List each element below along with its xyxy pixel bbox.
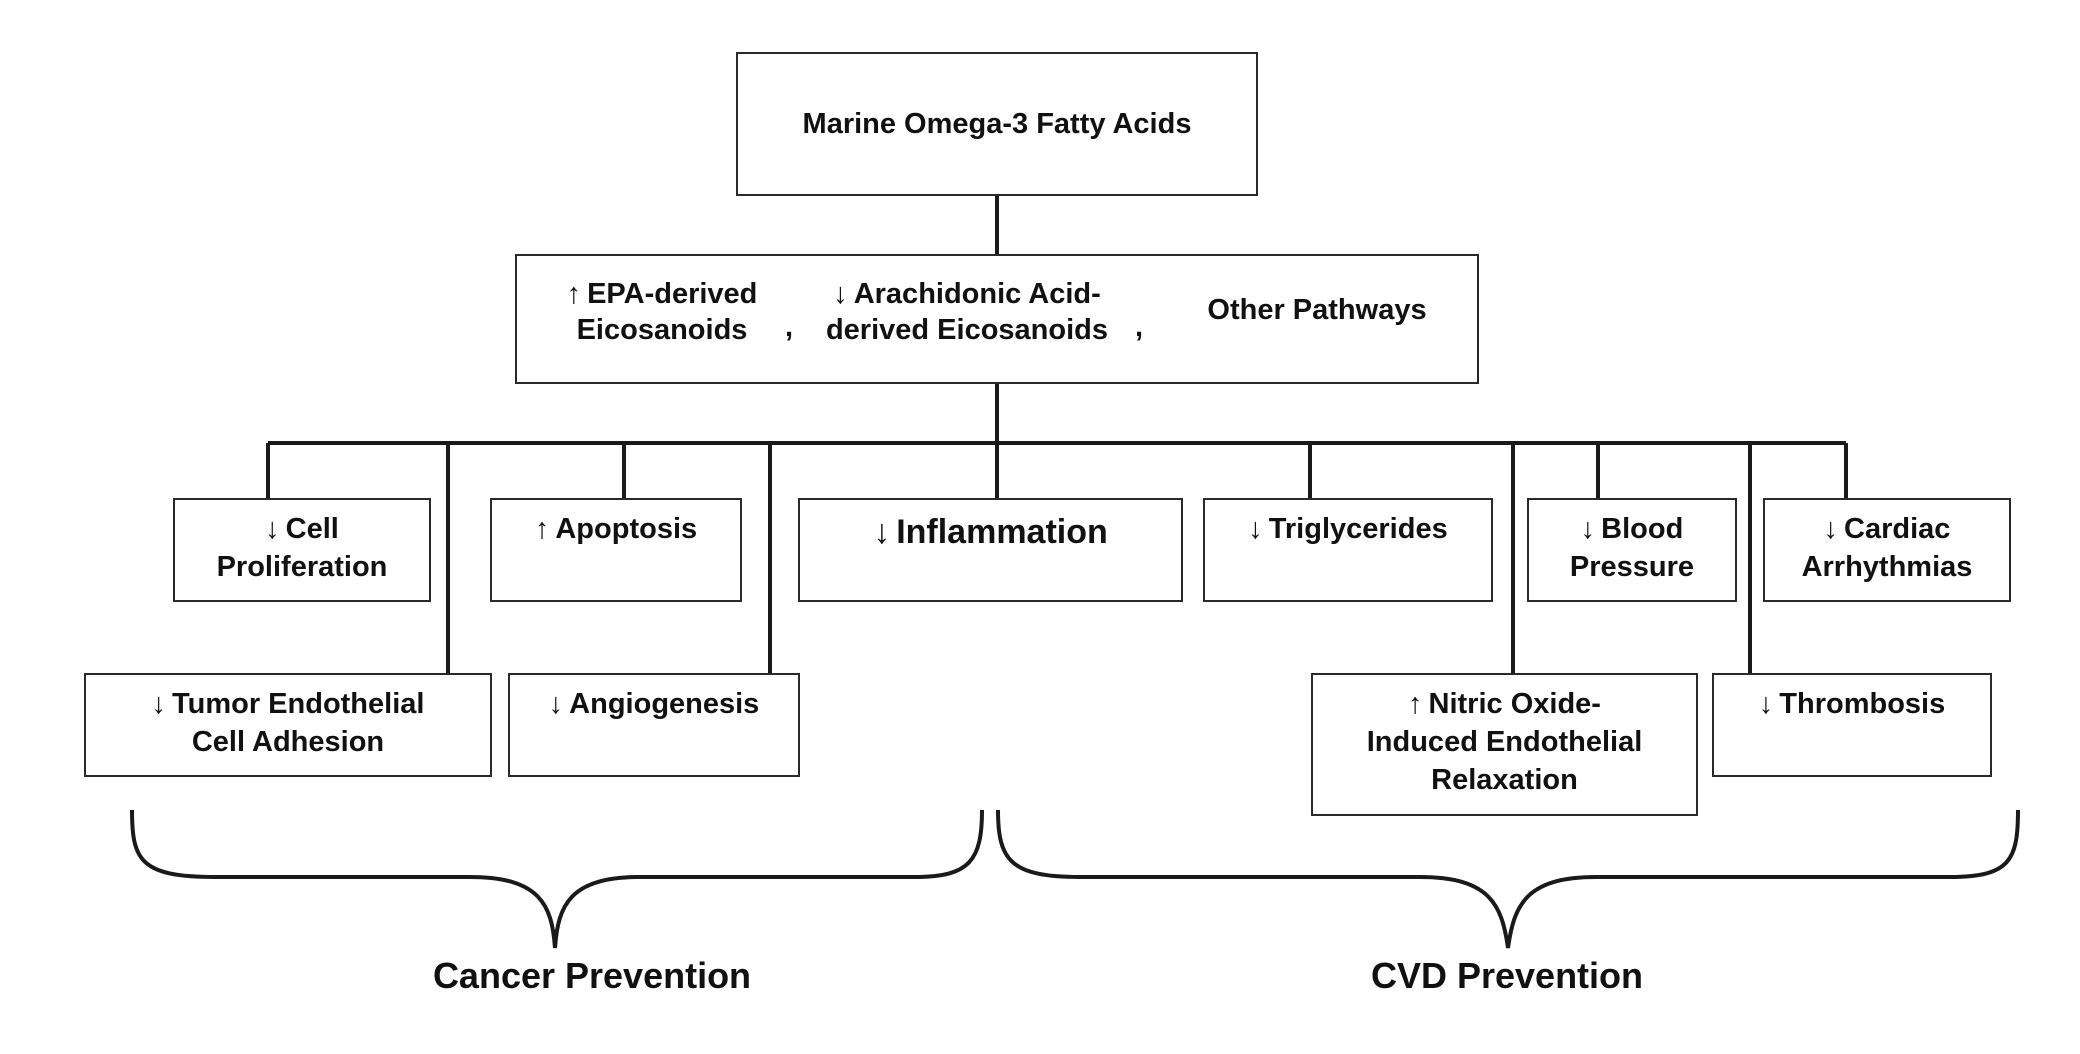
nitric-oxide-line3: Relaxation bbox=[1431, 764, 1578, 796]
down-arrow-icon: ↓ bbox=[151, 688, 167, 720]
tumor-adhesion-box: ↓Tumor Endothelial Cell Adhesion bbox=[84, 673, 492, 777]
pathways-box: ↑EPA-derived Eicosanoids , ↓Arachidonic … bbox=[515, 254, 1479, 384]
down-arrow-icon: ↓ bbox=[265, 513, 280, 545]
other-pathways: Other Pathways bbox=[1177, 292, 1457, 328]
nitric-oxide-box: ↑Nitric Oxide- Induced Endothelial Relax… bbox=[1311, 673, 1698, 816]
separator-2: , bbox=[1135, 311, 1144, 343]
root-box: Marine Omega-3 Fatty Acids bbox=[736, 52, 1258, 196]
cvd-prevention-label: CVD Prevention bbox=[1370, 955, 1644, 996]
cell-proliferation-box: ↓Cell Proliferation bbox=[173, 498, 431, 602]
thrombosis-label: Thrombosis bbox=[1779, 688, 1946, 720]
thrombosis-box: ↓Thrombosis bbox=[1712, 673, 1992, 777]
tumor-adhesion-line1: Tumor Endothelial bbox=[172, 688, 425, 720]
epa-line1: EPA-derived bbox=[587, 278, 758, 310]
down-arrow-icon: ↓ bbox=[1580, 513, 1596, 545]
inflammation-box: ↓Inflammation bbox=[798, 498, 1183, 602]
apoptosis-label: Apoptosis bbox=[555, 513, 698, 545]
arachidonic-line2: derived Eicosanoids bbox=[825, 314, 1109, 346]
apoptosis-box: ↑Apoptosis bbox=[490, 498, 742, 602]
up-arrow-icon: ↑ bbox=[566, 278, 582, 310]
blood-pressure-box: ↓Blood Pressure bbox=[1527, 498, 1737, 602]
down-arrow-icon: ↓ bbox=[873, 513, 891, 551]
tumor-adhesion-line2: Cell Adhesion bbox=[191, 726, 385, 758]
nitric-oxide-line1: Nitric Oxide- bbox=[1428, 688, 1601, 720]
down-arrow-icon: ↓ bbox=[1248, 513, 1263, 545]
cardiac-arrhythmias-line1: Cardiac bbox=[1844, 513, 1951, 545]
separator-1: , bbox=[785, 311, 794, 343]
cancer-prevention-label: Cancer Prevention bbox=[432, 955, 752, 996]
angiogenesis-label: Angiogenesis bbox=[569, 688, 760, 720]
cell-proliferation-line2: Proliferation bbox=[216, 551, 388, 583]
arachidonic-pathway: ↓Arachidonic Acid- derived Eicosanoids bbox=[817, 276, 1117, 348]
blood-pressure-line2: Pressure bbox=[1569, 551, 1695, 583]
triglycerides-box: ↓Triglycerides bbox=[1203, 498, 1493, 602]
other-pathways-label: Other Pathways bbox=[1207, 294, 1427, 326]
blood-pressure-line1: Blood bbox=[1601, 513, 1684, 545]
pathways-content: ↑EPA-derived Eicosanoids , ↓Arachidonic … bbox=[517, 256, 1477, 382]
nitric-oxide-line2: Induced Endothelial bbox=[1366, 726, 1643, 758]
triglycerides-label: Triglycerides bbox=[1268, 513, 1448, 545]
inflammation-label: Inflammation bbox=[896, 513, 1108, 551]
arachidonic-line1: Arachidonic Acid- bbox=[853, 278, 1101, 310]
up-arrow-icon: ↑ bbox=[534, 513, 550, 545]
angiogenesis-box: ↓Angiogenesis bbox=[508, 673, 800, 777]
cardiac-arrhythmias-line2: Arrhythmias bbox=[1801, 551, 1973, 583]
cell-proliferation-line1: Cell bbox=[285, 513, 339, 545]
root-label: Marine Omega-3 Fatty Acids bbox=[802, 108, 1192, 140]
epa-line2: Eicosanoids bbox=[576, 314, 748, 346]
epa-pathway: ↑EPA-derived Eicosanoids bbox=[542, 276, 782, 348]
down-arrow-icon: ↓ bbox=[548, 688, 564, 720]
cardiac-arrhythmias-box: ↓Cardiac Arrhythmias bbox=[1763, 498, 2011, 602]
down-arrow-icon: ↓ bbox=[833, 278, 848, 310]
down-arrow-icon: ↓ bbox=[1758, 688, 1774, 720]
down-arrow-icon: ↓ bbox=[1823, 513, 1839, 545]
up-arrow-icon: ↑ bbox=[1408, 688, 1423, 720]
